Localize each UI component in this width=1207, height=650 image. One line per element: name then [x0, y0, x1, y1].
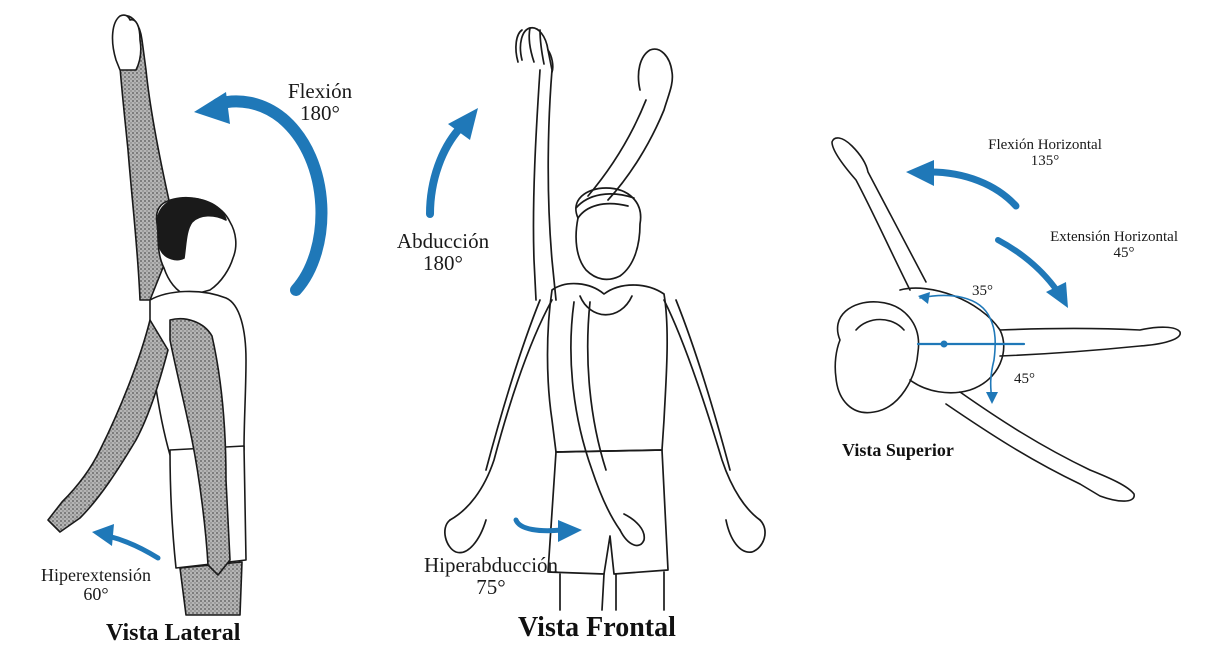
- hiperabduccion-name: Hiperabducción: [398, 554, 584, 576]
- extension-horizontal-label: Extensión Horizontal 45°: [1010, 230, 1178, 262]
- lateral-hiperextension-arrow: [92, 524, 158, 558]
- hiperextension-label: Hiperextensión 60°: [10, 566, 182, 604]
- abduccion-name: Abducción: [390, 230, 496, 252]
- flexion-degrees: 180°: [272, 102, 368, 124]
- abduccion-degrees: 180°: [390, 252, 496, 274]
- lateral-raised-hand: [113, 15, 141, 70]
- abduccion-label: Abducción 180°: [390, 230, 496, 274]
- frontal-right-lowered-arm: [664, 300, 760, 520]
- frontal-abduccion-arrow: [430, 108, 478, 214]
- superior-extended-arm: [946, 392, 1134, 501]
- frontal-figure: [445, 28, 765, 610]
- lateral-legs: [180, 562, 242, 615]
- superior-shoulders: [900, 288, 1004, 393]
- frontal-left-lowered-arm: [450, 300, 552, 520]
- hiperextension-degrees: 60°: [10, 585, 182, 604]
- flexion-horizontal-name: Flexión Horizontal: [960, 138, 1130, 154]
- flexion-label: Flexión 180°: [272, 80, 368, 124]
- hiperextension-name: Hiperextensión: [10, 566, 182, 585]
- flexion-horizontal-label: Flexión Horizontal 135°: [960, 138, 1130, 170]
- frontal-hair: [576, 194, 634, 218]
- extension-horizontal-degrees: 45°: [1010, 246, 1178, 262]
- lateral-lowered-arm: [48, 320, 168, 532]
- flexion-horizontal-degrees: 135°: [960, 154, 1130, 170]
- superior-angle-arc: [920, 295, 995, 400]
- vista-lateral-caption: Vista Lateral: [106, 620, 240, 647]
- frontal-hiperabduccion-arrow: [516, 520, 582, 542]
- flexion-name: Flexión: [272, 80, 368, 102]
- frontal-torso: [548, 284, 668, 452]
- vista-superior-caption: Vista Superior: [842, 440, 954, 461]
- frontal-head: [576, 188, 641, 279]
- frontal-vertical-hand: [516, 28, 553, 72]
- frontal-left-hand: [445, 520, 486, 553]
- frontal-right-hand: [726, 520, 765, 552]
- superior-head: [835, 302, 918, 413]
- frontal-adducted-arm: [571, 302, 620, 530]
- angle-lower-label: 45°: [1014, 372, 1035, 388]
- hiperabduccion-label: Hiperabducción 75°: [398, 554, 584, 598]
- angle-upper-label: 35°: [972, 284, 993, 300]
- hiperabduccion-degrees: 75°: [398, 576, 584, 598]
- superior-horizontal-arm: [1000, 327, 1180, 356]
- frontal-diagonal-arm: [588, 49, 672, 200]
- frontal-vertical-arm: [520, 28, 556, 300]
- extension-horizontal-name: Extensión Horizontal: [1010, 230, 1178, 246]
- superior-flexed-arm: [832, 138, 926, 290]
- vista-frontal-caption: Vista Frontal: [518, 612, 676, 644]
